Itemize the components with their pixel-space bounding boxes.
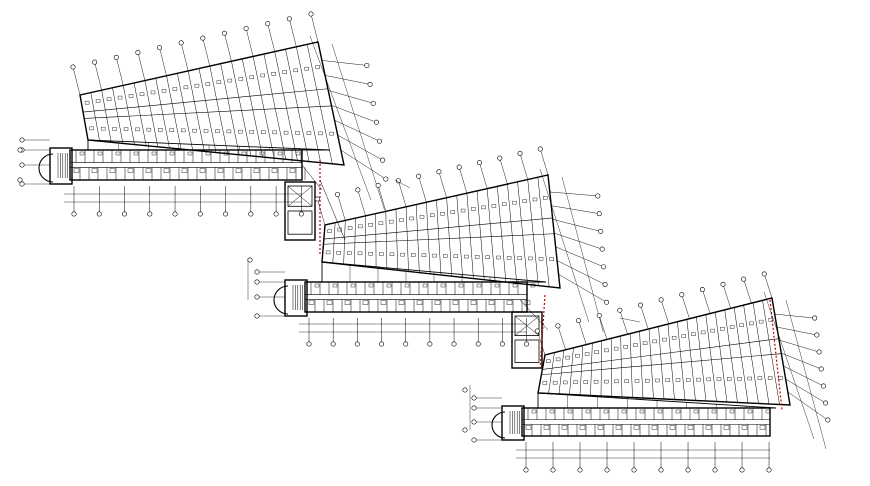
upper-left-block-grid-vertical xyxy=(64,186,304,217)
upper-left-block-inclined-slab xyxy=(79,41,345,166)
middle-block-core xyxy=(511,311,543,369)
middle-block-grid-vertical xyxy=(299,318,530,347)
lower-right-block-grid-radial xyxy=(534,271,773,356)
middle-block-grid-right xyxy=(539,168,610,333)
connector-lines xyxy=(17,147,641,433)
middle-block-grid-radial xyxy=(314,146,549,226)
upper-left-block-grid-right xyxy=(309,35,389,211)
lower-right-block-stair xyxy=(491,405,525,441)
upper-left-block-core xyxy=(284,181,316,241)
middle-block-grid-horizontal xyxy=(254,269,285,319)
lower-right-block-grid-right xyxy=(763,291,831,450)
lower-right-block-grid-vertical xyxy=(516,442,772,473)
lower-right-block-corridor-slab xyxy=(521,407,771,437)
upper-left-block-stair xyxy=(38,147,73,185)
middle-block-corridor-slab xyxy=(304,281,536,313)
upper-left-block-grid-horizontal xyxy=(19,137,50,187)
middle-block-stair xyxy=(273,279,308,317)
lower-right-block-fire-line xyxy=(769,299,783,411)
upper-left-block-grid-radial xyxy=(70,11,319,96)
middle-block-atrium xyxy=(321,261,547,283)
middle-block xyxy=(254,146,610,371)
lower-right-block xyxy=(471,271,831,473)
lower-right-block-grid-horizontal xyxy=(471,395,502,443)
lower-right-block-atrium xyxy=(537,392,777,409)
upper-left-block-corridor-slab xyxy=(69,149,306,181)
upper-left-block-atrium xyxy=(87,139,331,151)
middle-block-fire-line xyxy=(539,294,546,371)
upper-left-block xyxy=(19,11,389,255)
lower-right-block-inclined-slab xyxy=(537,297,791,406)
